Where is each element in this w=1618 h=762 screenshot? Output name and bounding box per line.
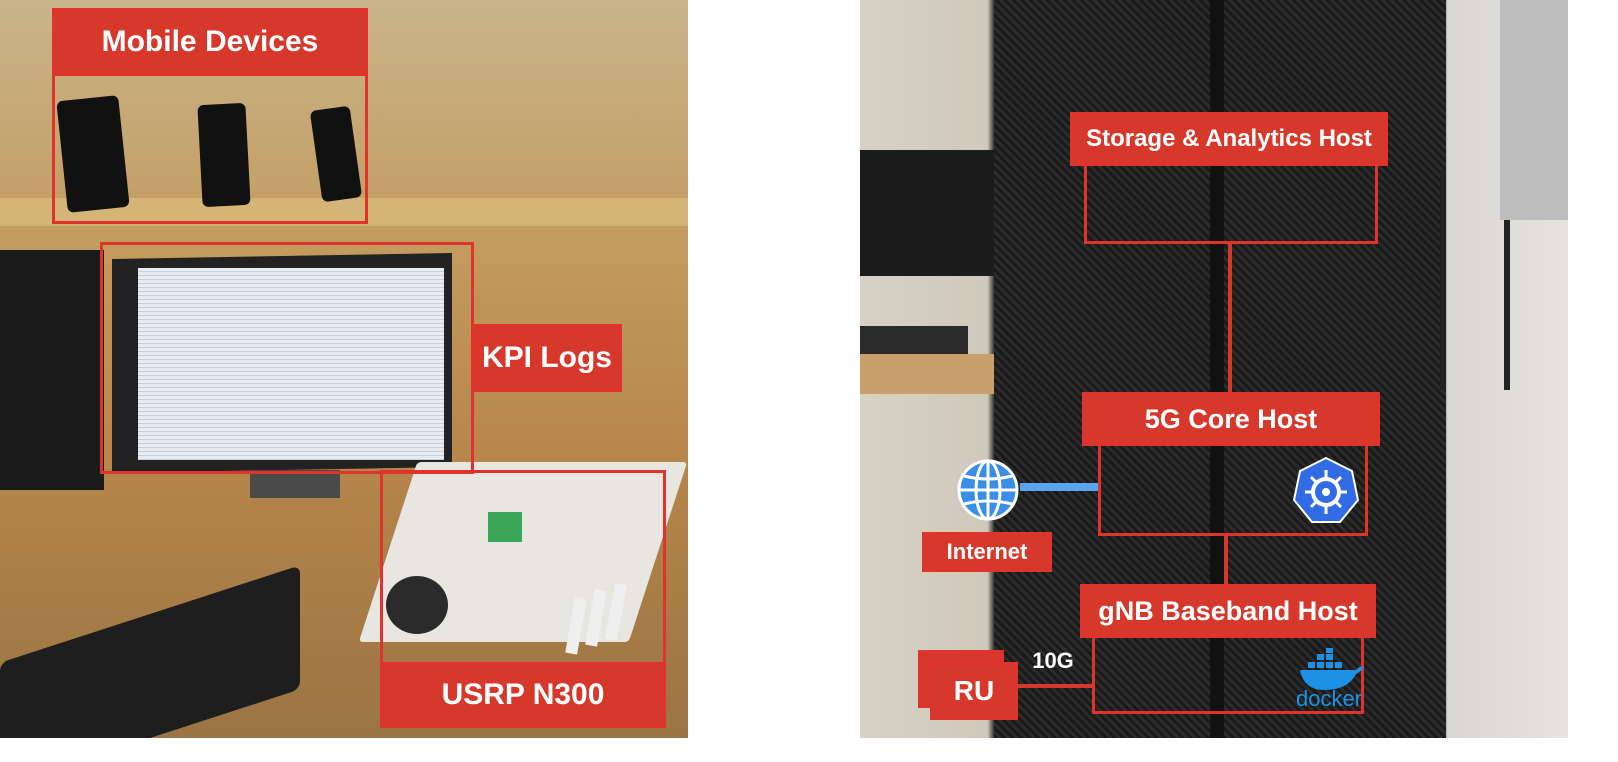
core-host-label: 5G Core Host xyxy=(1082,392,1380,446)
gnb-host-label: gNB Baseband Host xyxy=(1080,584,1376,638)
background-keyboard xyxy=(860,326,968,354)
rack-divider xyxy=(1210,0,1224,738)
ru-label: RU xyxy=(930,662,1018,720)
electrical-panel xyxy=(1500,0,1568,220)
core-gnb-connector xyxy=(1224,536,1228,586)
background-monitor xyxy=(860,150,1002,276)
ru-gnb-link xyxy=(1018,684,1094,688)
kubernetes-icon xyxy=(1292,456,1360,524)
server-rack-photo: Storage & Analytics Host 5G Core Host In… xyxy=(860,0,1568,738)
storage-core-connector xyxy=(1228,244,1232,392)
ni-logo xyxy=(488,512,522,542)
docker-wordmark: docker xyxy=(1295,686,1363,711)
monitor-stand xyxy=(250,470,340,498)
kpi-logs-label: KPI Logs xyxy=(472,324,622,392)
keyboard xyxy=(0,565,300,738)
internet-label: Internet xyxy=(922,532,1052,572)
step-ladder xyxy=(1440,170,1510,390)
side-monitor xyxy=(0,250,104,490)
desk xyxy=(860,354,1010,394)
internet-link xyxy=(1020,483,1098,491)
globe-icon xyxy=(956,458,1020,522)
monitor-screen xyxy=(138,268,444,460)
kpi-logs-box xyxy=(100,242,474,474)
mobile-devices-label: Mobile Devices xyxy=(52,8,368,76)
mouse xyxy=(386,576,448,634)
usrp-label: USRP N300 xyxy=(380,662,666,728)
link-speed-label: 10G xyxy=(1032,648,1074,673)
storage-host-label: Storage & Analytics Host xyxy=(1070,112,1388,166)
docker-icon xyxy=(1296,648,1366,692)
lab-bench-photo: Mobile Devices KPI Logs USRP N300 xyxy=(0,0,688,738)
